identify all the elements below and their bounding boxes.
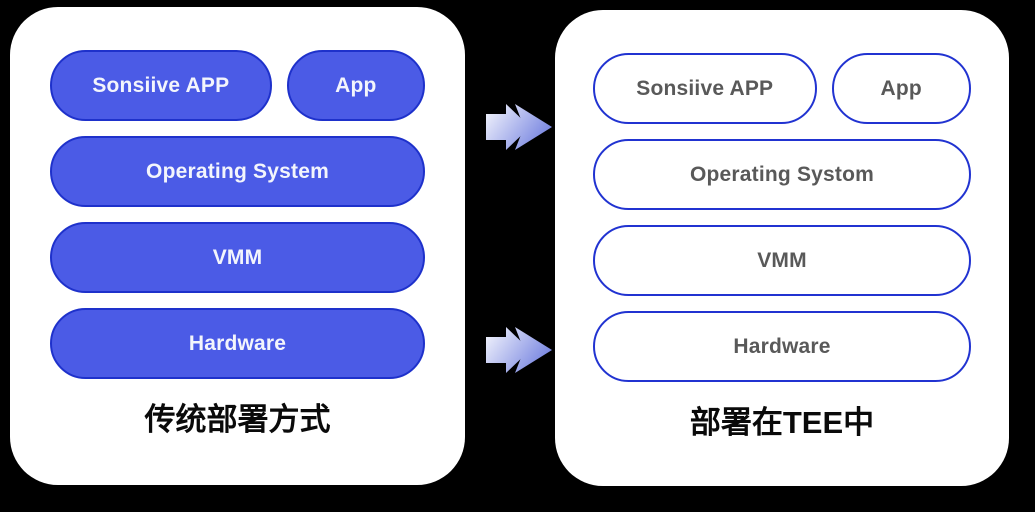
vmm-layer-row: VMM	[593, 225, 971, 296]
right-arrow-icon	[486, 101, 553, 153]
tee-panel-caption: 部署在TEE中	[689, 405, 875, 440]
traditional-panel-caption: 传统部署方式	[144, 402, 331, 437]
pill-sonsiive-app: Sonsiive APP	[50, 50, 272, 121]
pill-hardware: Hardware	[593, 311, 971, 382]
hardware-layer-row: Hardware	[593, 311, 971, 382]
os-layer-row: Operating Systom	[593, 139, 971, 210]
hardware-layer-row: Hardware	[50, 308, 425, 379]
pill-vmm: VMM	[50, 222, 425, 293]
app-layer-row: Sonsiive APP App	[593, 53, 971, 124]
pill-operating-system: Operating Systom	[593, 139, 971, 210]
pill-operating-system: Operating System	[50, 136, 425, 207]
pill-vmm: VMM	[593, 225, 971, 296]
os-layer-row: Operating System	[50, 136, 425, 207]
vmm-layer-row: VMM	[50, 222, 425, 293]
tee-deployment-panel: Sonsiive APP App Operating Systom VMM Ha…	[555, 10, 1009, 486]
right-arrow-icon	[486, 324, 553, 376]
pill-sonsiive-app: Sonsiive APP	[593, 53, 817, 124]
pill-hardware: Hardware	[50, 308, 425, 379]
app-layer-row: Sonsiive APP App	[50, 50, 425, 121]
traditional-deployment-panel: Sonsiive APP App Operating System VMM Ha…	[10, 7, 465, 485]
pill-app: App	[286, 50, 425, 121]
pill-app: App	[831, 53, 971, 124]
